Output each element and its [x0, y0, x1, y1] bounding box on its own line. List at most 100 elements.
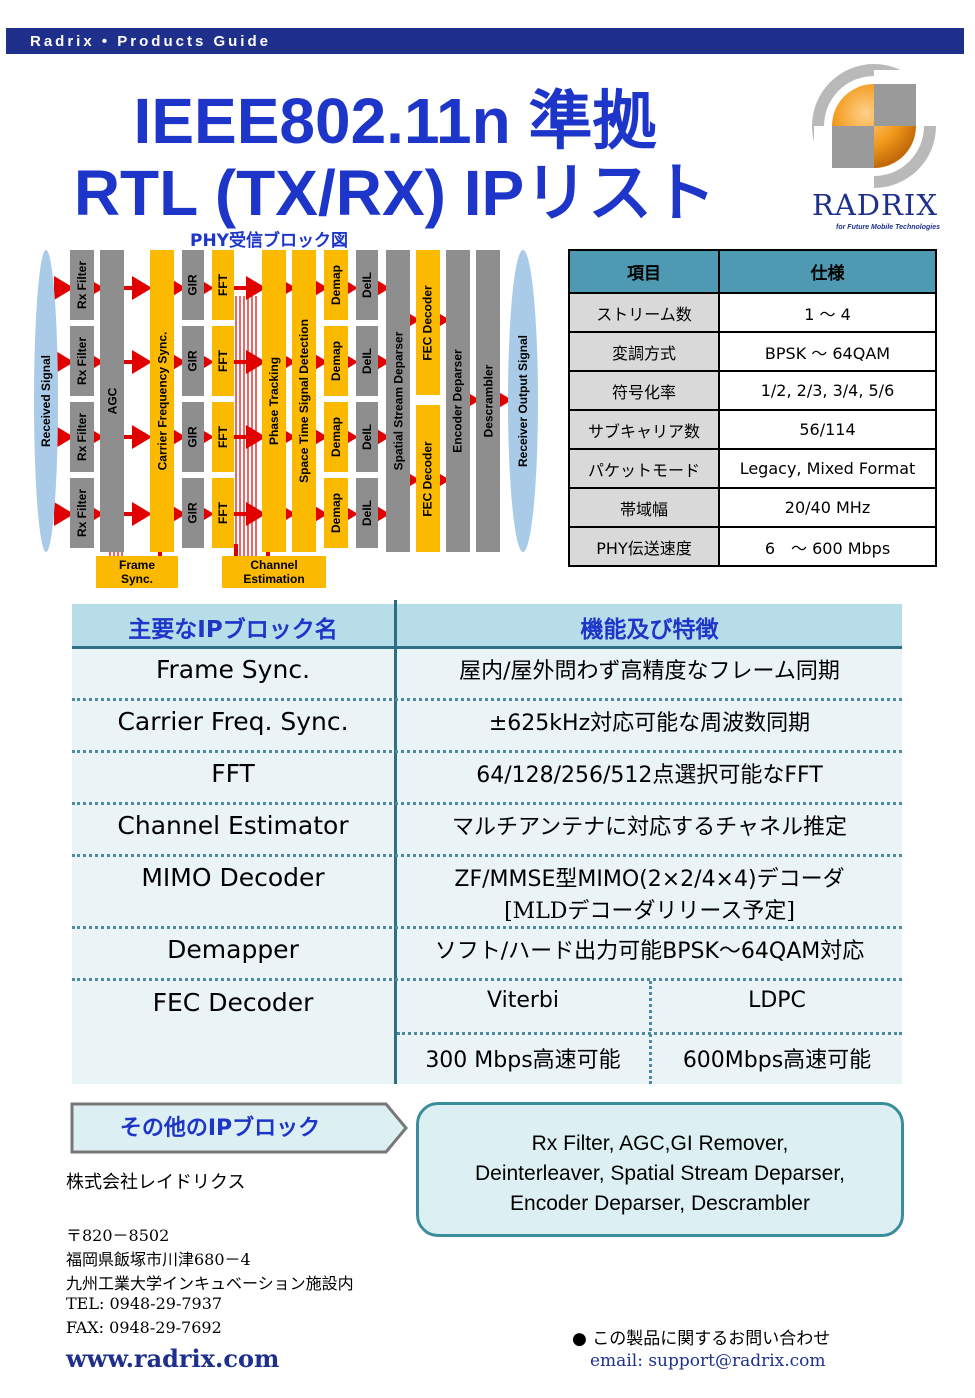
brand-line: Radrix • Products Guide: [30, 33, 271, 50]
demap-block: Demap: [324, 250, 348, 320]
features-body-bg: [72, 646, 902, 1084]
signal-arrows: [54, 270, 512, 560]
spec-label: 帯域幅: [568, 487, 720, 528]
fec-viterbi-speed: 300 Mbps高速可能: [425, 1048, 621, 1073]
logo-name: RADRIX: [812, 188, 938, 222]
other-ip-line: Rx Filter, AGC,GI Remover,: [531, 1132, 789, 1155]
ip-block-name: MIMO Decoder: [141, 863, 325, 892]
table-row: Demapper ソフト/ハード出力可能BPSK～64QAM対応: [72, 929, 902, 981]
phase-tracking-block: Phase Tracking: [262, 250, 286, 552]
header-bar: [6, 28, 964, 54]
ip-block-desc: 64/128/256/512点選択可能なFFT: [476, 763, 823, 788]
other-ip-arrow: [70, 1102, 408, 1154]
channel-estimation-block: Channel Estimation: [222, 556, 326, 588]
spec-value: 1/2, 2/3, 3/4, 5/6: [718, 370, 937, 411]
table-row: MIMO Decoder ZF/MMSE型MIMO(2×2/4×4)デコーダ […: [72, 857, 902, 929]
ip-block-name: Demapper: [167, 935, 299, 964]
spec-value: 56/114: [718, 409, 937, 450]
ip-block-name: FFT: [211, 759, 255, 788]
demap-block: Demap: [324, 326, 348, 396]
frame-sync-block: Frame Sync.: [96, 556, 178, 588]
website-link[interactable]: www.radrix.com: [66, 1344, 280, 1373]
diagram-title: PHY受信ブロック図: [190, 231, 348, 251]
ip-block-desc: マルチアンテナに対応するチャネル推定: [452, 815, 847, 840]
fec-ldpc: LDPC: [748, 988, 806, 1013]
ip-block-desc-note: [MLDデコーダリリース予定]: [504, 899, 795, 924]
rx-filter-block: Rx Filter: [70, 402, 94, 472]
spec-value: 20/40 MHz: [718, 487, 937, 528]
company-name: 株式会社レイドリクス: [66, 1172, 246, 1193]
spec-table-header: 項目 仕様: [568, 249, 937, 294]
spec-label: 変調方式: [568, 331, 720, 372]
postal-code: 〒820－8502: [66, 1226, 170, 1245]
column-divider: [394, 600, 397, 1084]
deil-block: DeIL: [356, 250, 378, 320]
spec-header-spec: 仕様: [718, 249, 937, 294]
table-row: FFT 64/128/256/512点選択可能なFFT: [72, 753, 902, 805]
radrix-logo-icon: [812, 64, 936, 188]
logo-tagline: for Future Mobile Technologies: [836, 224, 940, 231]
other-ip-label: その他のIPブロック: [119, 1116, 321, 1141]
spec-header-item: 項目: [568, 249, 720, 294]
fec-viterbi: Viterbi: [487, 988, 559, 1013]
other-ip-line: Deinterleaver, Spatial Stream Deparser,: [474, 1162, 845, 1185]
ip-block-name: Channel Estimator: [117, 811, 349, 840]
deil-block: DeIL: [356, 402, 378, 472]
ip-block-desc: ±625kHz対応可能な周波数同期: [488, 711, 811, 736]
spec-value: Legacy, Mixed Format: [718, 448, 937, 489]
spec-value: 6 ～ 600 Mbps: [718, 526, 937, 567]
contact-label: ● この製品に関するお問い合わせ: [572, 1329, 831, 1349]
encoder-deparser-block: Encoder Deparser: [446, 250, 470, 552]
descrambler-block: Descrambler: [476, 250, 500, 552]
rx-filter-block: Rx Filter: [70, 478, 94, 548]
header-ip-block: 主要なIPブロック名: [128, 617, 338, 643]
page-title-line2: RTL (TX/RX) IPリスト: [73, 157, 717, 229]
spatial-stream-deparser-block: Spatial Stream Deparser: [386, 250, 410, 552]
fec-decoder-block: FEC Decoder: [416, 405, 440, 552]
table-row: Carrier Freq. Sync. ±625kHz対応可能な周波数同期: [72, 701, 902, 753]
rx-filter-block: Rx Filter: [70, 326, 94, 396]
deil-block: DeIL: [356, 478, 378, 548]
gir-block: GIR: [182, 326, 204, 396]
spec-label: ストリーム数: [568, 292, 720, 333]
features-table: 主要なIPブロック名 機能及び特徴 Frame Sync. 屋内/屋外問わず高精…: [72, 600, 902, 1084]
spec-label: パケットモード: [568, 448, 720, 489]
deil-block: DeIL: [356, 326, 378, 396]
ip-block-desc: ソフト/ハード出力可能BPSK～64QAM対応: [434, 939, 865, 964]
carrier-frequency-sync-block: Carrier Frequency Sync.: [150, 250, 174, 552]
receiver-output-signal-block: Receiver Output Signal: [508, 250, 538, 552]
other-ip-box: Rx Filter, AGC,GI Remover, Deinterleaver…: [416, 1102, 904, 1237]
spec-label: 符号化率: [568, 370, 720, 411]
ip-block-desc: 屋内/屋外問わず高精度なフレーム同期: [459, 659, 840, 684]
fec-decoder-block: FEC Decoder: [416, 250, 440, 395]
spec-label: サブキャリア数: [568, 409, 720, 450]
ip-block-name: Carrier Freq. Sync.: [117, 707, 349, 736]
fft-block: FFT: [212, 402, 234, 472]
fec-row-divider: [397, 1032, 902, 1035]
spec-value: 1 ～ 4: [718, 292, 937, 333]
ip-block-name: FEC Decoder: [152, 988, 314, 1017]
email-link[interactable]: email: support@radrix.com: [590, 1351, 826, 1371]
rx-filter-block: Rx Filter: [70, 250, 94, 320]
received-signal-block: Received Signal: [34, 250, 58, 552]
tel: TEL: 0948-29-7937: [66, 1294, 223, 1313]
space-time-signal-detection-block: Space Time Signal Detection: [292, 250, 316, 552]
address-line1: 福岡県飯塚市川津680－4: [66, 1250, 251, 1269]
spec-label: PHY伝送速度: [568, 526, 720, 567]
fax: FAX: 0948-29-7692: [66, 1318, 222, 1337]
ip-block-name: Frame Sync.: [155, 655, 311, 684]
ip-block-desc: ZF/MMSE型MIMO(2×2/4×4)デコーダ: [454, 867, 845, 892]
fec-ldpc-speed: 600Mbps高速可能: [682, 1048, 872, 1073]
other-ip-line: Encoder Deparser, Descrambler: [510, 1192, 810, 1215]
phy-block-diagram: Received Signal Rx Filter Rx Filter Rx F…: [0, 0, 975, 600]
features-header-bg: [72, 604, 902, 646]
page-title-line1: IEEE802.11n 準拠: [133, 85, 657, 157]
header-features: 機能及び特徴: [580, 617, 719, 643]
demap-block: Demap: [324, 402, 348, 472]
demap-block: Demap: [324, 478, 348, 548]
table-row: Frame Sync. 屋内/屋外問わず高精度なフレーム同期: [72, 649, 902, 701]
